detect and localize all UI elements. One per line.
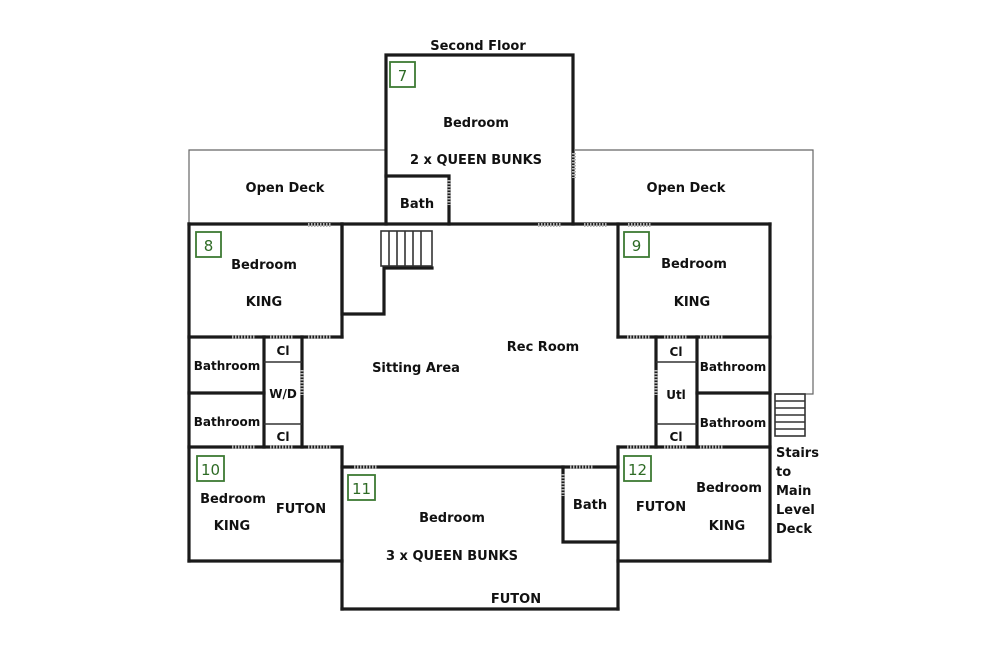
sitting-area-label: Sitting Area (372, 361, 460, 376)
room-number-9: 9 (632, 237, 642, 255)
bedroom-8-label: Bedroom (231, 258, 297, 273)
bathroom-left-2: Bathroom (194, 415, 260, 429)
bath-top: Bath (384, 174, 451, 226)
open-deck-right: Open Deck (575, 149, 814, 395)
bedroom-11-futon: FUTON (491, 592, 541, 607)
deck-left-label: Open Deck (246, 181, 325, 196)
bedroom-10-beds: KING (214, 519, 250, 534)
open-deck-left: Open Deck (188, 149, 386, 224)
bedroom-8: 8 Bedroom KING (195, 231, 297, 310)
bedroom-7-label: Bedroom (443, 116, 509, 131)
bedroom-12-label: Bedroom (696, 481, 762, 496)
stairs-label-1: Stairs (776, 446, 819, 461)
bedroom-11-label: Bedroom (419, 511, 485, 526)
bedroom-11: 11 Bedroom 3 x QUEEN BUNKS FUTON (347, 474, 541, 607)
room-number-10: 10 (201, 461, 220, 479)
wd-label: W/D (269, 387, 297, 401)
bedroom-12-futon: FUTON (636, 500, 686, 515)
utl-label: Utl (666, 388, 686, 402)
interior-stairs (380, 230, 433, 267)
bedroom-7-beds: 2 x QUEEN BUNKS (410, 153, 542, 168)
rec-room-label: Rec Room (507, 340, 579, 355)
closet-right-1: Cl (670, 345, 683, 359)
bathroom-right-2: Bathroom (700, 416, 766, 430)
room-number-box (389, 61, 416, 88)
stairs-label-5: Deck (776, 522, 812, 537)
bedroom-10: 10 Bedroom FUTON KING (196, 455, 326, 534)
doors (232, 223, 724, 496)
bath-bottom-label: Bath (573, 498, 607, 513)
bedroom-12: 12 Bedroom FUTON KING (623, 455, 762, 534)
bedroom-11-beds: 3 x QUEEN BUNKS (386, 549, 518, 564)
bedroom-10-futon: FUTON (276, 502, 326, 517)
exterior-stairs: Stairs to Main Level Deck (774, 393, 819, 537)
room-number-12: 12 (628, 461, 647, 479)
stairs-label-4: Level (776, 503, 815, 518)
bedroom-12-beds: KING (709, 519, 745, 534)
deck-right-label: Open Deck (647, 181, 726, 196)
bedroom-7: 7 Bedroom 2 x QUEEN BUNKS (384, 53, 576, 226)
stairs-label-3: Main (776, 484, 811, 499)
closet-right-2: Cl (670, 430, 683, 444)
room-number-8: 8 (204, 237, 214, 255)
bedroom-10-label: Bedroom (200, 492, 266, 507)
bedroom-8-beds: KING (246, 295, 282, 310)
stairs-label-2: to (776, 465, 791, 480)
bath-top-label: Bath (400, 197, 434, 212)
bedroom-9-label: Bedroom (661, 257, 727, 272)
closet-left-2: Cl (277, 430, 290, 444)
closet-left-1: Cl (277, 344, 290, 358)
bedroom-9: 9 Bedroom KING (623, 231, 727, 310)
room-number-7: 7 (398, 67, 408, 85)
room-number-11: 11 (352, 480, 371, 498)
bedroom-9-beds: KING (674, 295, 710, 310)
bathroom-left-1: Bathroom (194, 359, 260, 373)
bathroom-right-1: Bathroom (700, 360, 766, 374)
floor-title: Second Floor (430, 39, 526, 54)
